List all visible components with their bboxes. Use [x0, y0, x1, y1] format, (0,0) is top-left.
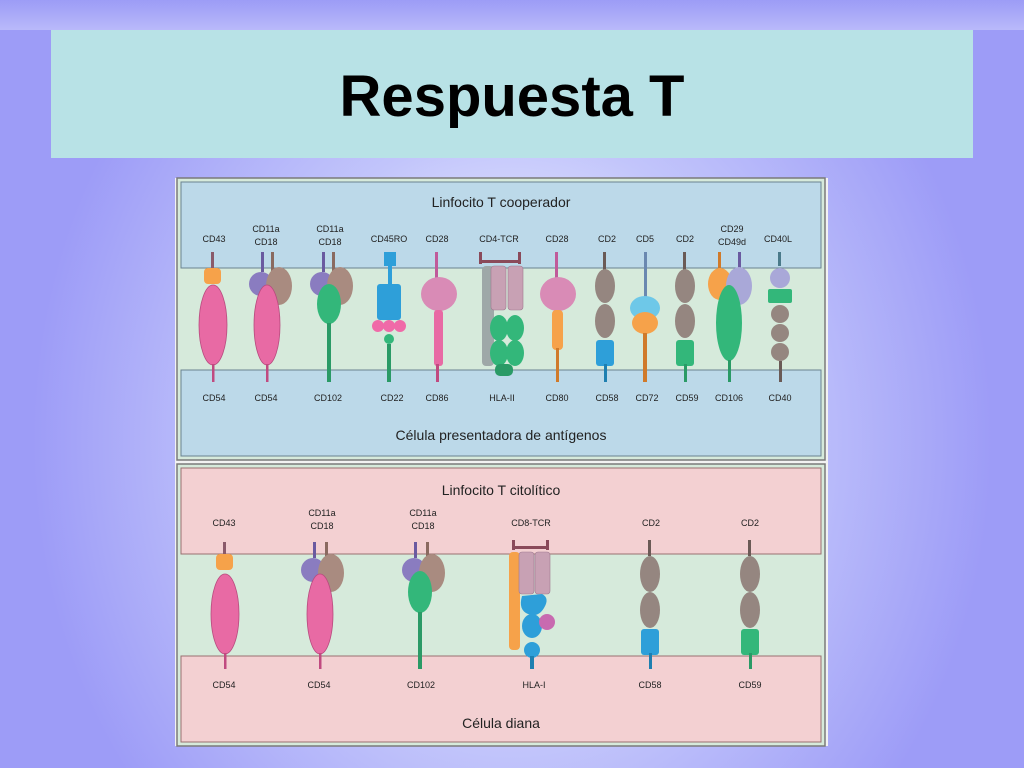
cytotoxic-cell-label: Linfocito T citolítico — [442, 482, 561, 498]
c-molecule-cd43-cd54 — [210, 542, 240, 669]
h-bottom-label-cd54-1: CD54 — [202, 393, 225, 403]
c-bottom-label-cd58: CD58 — [638, 680, 661, 690]
c-molecule-lfa1-cd102 — [402, 542, 445, 669]
h-bottom-label-cd72: CD72 — [635, 393, 658, 403]
h-top-label-cd5: CD5 — [636, 234, 654, 244]
slide-title: Respuesta T — [339, 63, 685, 129]
helper-panel-svg: Linfocito T cooperador Célula presentado… — [176, 177, 826, 461]
h-molecule-cd43-cd54 — [198, 252, 228, 382]
h-bottom-label-cd102: CD102 — [314, 393, 342, 403]
h-molecule-cd2-cd59 — [675, 252, 695, 382]
apc-cell-label: Célula presentadora de antígenos — [396, 427, 607, 443]
c-bottom-label-cd54-1: CD54 — [212, 680, 235, 690]
h-top-label-cd43: CD43 — [202, 234, 225, 244]
h-top-label-cd2-2: CD2 — [676, 234, 694, 244]
h-bottom-label-cd54-2: CD54 — [254, 393, 277, 403]
c-molecule-cd8-tcr-hla-i — [509, 540, 555, 669]
helper-t-cell-membrane — [180, 181, 822, 269]
c-top-label-cd8-tcr: CD8-TCR — [511, 518, 551, 528]
h-molecule-cd5-cd72 — [630, 252, 660, 382]
c-top-label-cd43: CD43 — [212, 518, 235, 528]
h-molecule-cd28-cd86 — [421, 252, 457, 382]
h-bottom-label-cd106: CD106 — [715, 393, 743, 403]
h-top-label-cd4-tcr: CD4-TCR — [479, 234, 519, 244]
h-molecule-lfa1-cd102 — [310, 252, 353, 382]
h-bottom-label-cd86: CD86 — [425, 393, 448, 403]
cytotoxic-panel-svg: Linfocito T citolítico Célula diana CD43… — [176, 463, 826, 747]
h-bottom-label-cd58: CD58 — [595, 393, 618, 403]
c-top-label-cd2-2: CD2 — [741, 518, 759, 528]
h-top-label-cd18-1: CD18 — [254, 237, 277, 247]
h-bottom-label-cd80: CD80 — [545, 393, 568, 403]
c-molecule-cd2-cd59 — [740, 540, 760, 669]
h-top-label-cd2-1: CD2 — [598, 234, 616, 244]
helper-panel: Linfocito T cooperador Célula presentado… — [176, 177, 826, 461]
h-molecule-cd2-cd58 — [595, 252, 615, 382]
h-top-label-cd29: CD29 — [720, 224, 743, 234]
apc-membrane — [180, 369, 822, 457]
cytotoxic-panel: Linfocito T citolítico Célula diana CD43… — [176, 463, 826, 747]
h-top-label-cd45ro: CD45RO — [371, 234, 408, 244]
title-box: Respuesta T — [51, 30, 973, 158]
slide-top-band — [0, 0, 1024, 30]
c-top-label-cd11a-1: CD11a — [308, 508, 335, 518]
h-molecule-cd45ro-cd22 — [372, 252, 406, 382]
target-cell-membrane — [180, 655, 822, 743]
helper-cell-label: Linfocito T cooperador — [432, 194, 571, 210]
h-molecule-cd40l-cd40 — [768, 252, 792, 382]
h-top-label-cd11a-1: CD11a — [252, 224, 279, 234]
c-bottom-label-cd102: CD102 — [407, 680, 435, 690]
h-molecule-cd4-tcr-hla-ii — [479, 252, 524, 376]
h-molecule-lfa1-cd54 — [249, 252, 292, 382]
c-bottom-label-cd59: CD59 — [738, 680, 761, 690]
h-top-label-cd49d: CD49d — [718, 237, 746, 247]
h-top-label-cd28-1: CD28 — [425, 234, 448, 244]
h-bottom-label-cd22: CD22 — [380, 393, 403, 403]
h-top-label-cd11a-2: CD11a — [316, 224, 343, 234]
immune-synapse-diagram: Linfocito T cooperador Célula presentado… — [175, 177, 828, 747]
h-top-label-cd40l: CD40L — [764, 234, 792, 244]
c-bottom-label-hla-i: HLA-I — [522, 680, 545, 690]
c-top-label-cd2-1: CD2 — [642, 518, 660, 528]
c-bottom-label-cd54-2: CD54 — [307, 680, 330, 690]
c-top-label-cd18-2: CD18 — [411, 521, 434, 531]
c-molecule-lfa1-cd54 — [301, 542, 344, 669]
h-bottom-label-hla-ii: HLA-II — [489, 393, 515, 403]
cytotoxic-t-cell-membrane — [180, 467, 822, 555]
h-molecule-cd28-cd80 — [540, 252, 576, 382]
c-molecule-cd2-cd58 — [640, 540, 660, 669]
h-bottom-label-cd59: CD59 — [675, 393, 698, 403]
h-top-label-cd28-2: CD28 — [545, 234, 568, 244]
target-cell-label: Célula diana — [462, 715, 540, 731]
c-top-label-cd11a-2: CD11a — [409, 508, 436, 518]
h-bottom-label-cd40: CD40 — [768, 393, 791, 403]
c-top-label-cd18-1: CD18 — [310, 521, 333, 531]
h-top-label-cd18-2: CD18 — [318, 237, 341, 247]
h-molecule-vla4-cd106 — [708, 252, 752, 382]
